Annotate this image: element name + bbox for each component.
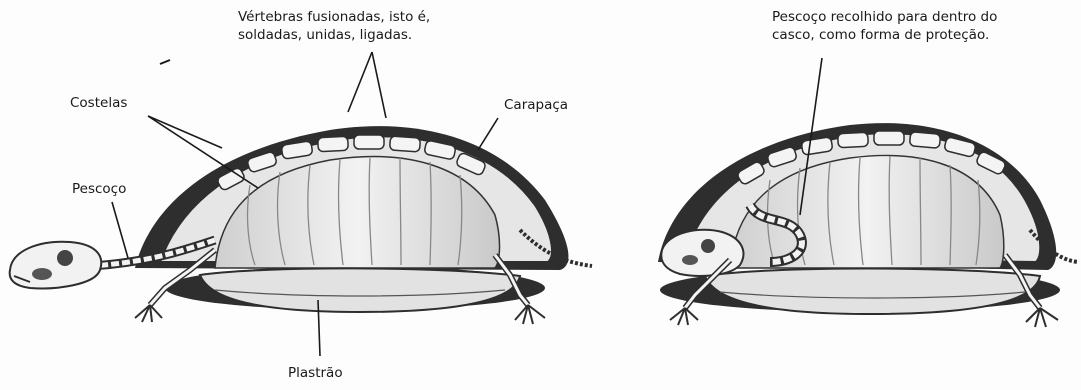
label-vertebras-line2: soldadas, unidas, ligadas. [238, 26, 430, 44]
label-vertebras: Vértebras fusionadas, isto é, soldadas, … [238, 8, 430, 44]
leader-vertebras-2 [372, 52, 386, 118]
label-vertebras-line1: Vértebras fusionadas, isto é, [238, 8, 430, 26]
label-recolhido-line2: casco, como forma de proteção. [772, 26, 997, 44]
label-recolhido: Pescoço recolhido para dentro do casco, … [772, 8, 997, 44]
right-turtle [658, 123, 1078, 327]
label-plastrao: Plastrão [288, 364, 343, 382]
label-recolhido-line1: Pescoço recolhido para dentro do [772, 8, 997, 26]
label-costelas: Costelas [70, 94, 127, 112]
leader-pescoco [112, 202, 128, 258]
label-pescoco: Pescoço [72, 180, 126, 198]
leader-costelas-2 [148, 116, 258, 188]
leader-carapaca [478, 118, 498, 150]
right-skull [661, 230, 743, 276]
left-skull [10, 242, 102, 289]
leader-vertebras-1 [348, 52, 372, 112]
left-turtle [10, 126, 592, 324]
label-carapaca: Carapaça [504, 96, 568, 114]
leader-costelas-1 [148, 116, 222, 148]
